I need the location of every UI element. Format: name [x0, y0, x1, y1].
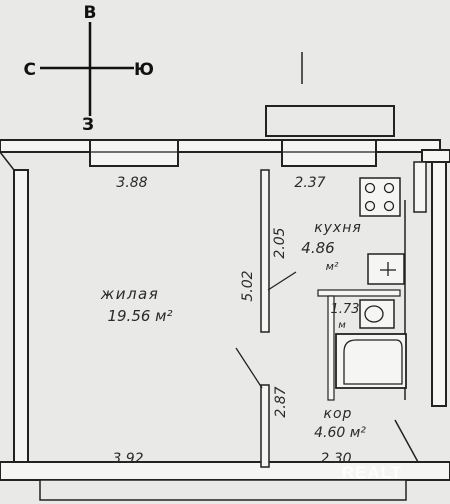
dimension-living-side: 5.02 — [240, 270, 256, 301]
room-bathroom-unit: м — [338, 320, 346, 331]
room-living-area: 19.56 м² — [107, 307, 172, 325]
dimension-kitchen-top: 2.37 — [294, 175, 325, 191]
room-living-name: жилая — [100, 285, 160, 303]
compass-south-label: З — [82, 115, 94, 135]
compass-east-label: Ю — [134, 60, 154, 80]
room-kitchen-area: 4.86 — [301, 239, 334, 257]
compass: В З С Ю — [24, 3, 154, 135]
left-wall — [0, 151, 29, 467]
interior-partitions — [235, 169, 401, 468]
compass-north-label: В — [84, 3, 97, 23]
stove — [359, 177, 401, 217]
dimension-living-bottom: 3.92 — [112, 451, 143, 467]
compass-west-label: С — [24, 60, 36, 80]
balcony — [265, 105, 395, 137]
dimension-corridor-bottom: 2.30 — [320, 451, 351, 467]
bathtub — [335, 333, 407, 389]
dimension-kitchen-side: 2.05 — [272, 227, 288, 258]
room-kitchen-unit: м² — [326, 260, 339, 273]
dimension-living-top: 3.88 — [116, 175, 147, 191]
room-corridor-name: кор — [324, 406, 353, 422]
kitchen-sink — [367, 253, 405, 285]
room-kitchen-name: кухня — [314, 220, 362, 236]
top-wall — [0, 139, 450, 167]
room-corridor-area: 4.60 м² — [314, 425, 366, 441]
watermark-logo: REALT — [342, 463, 402, 482]
room-bathroom-area: 1.73 — [331, 302, 360, 317]
dimension-corridor-side: 2.87 — [273, 386, 289, 417]
bathroom-sink — [359, 299, 395, 329]
bottom-wall — [0, 419, 450, 501]
right-wall — [404, 161, 447, 407]
